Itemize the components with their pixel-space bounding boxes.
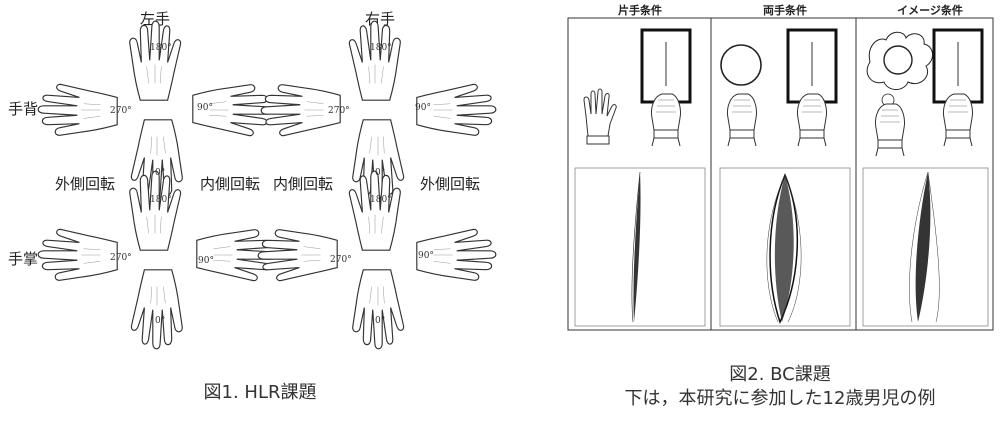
hand-palm-0	[130, 269, 183, 350]
angle-label: 180°	[370, 195, 392, 205]
angle-label: 90°	[415, 103, 431, 113]
angle-label: 90°	[198, 256, 214, 266]
hand-palm-270	[37, 228, 118, 281]
bc-task-illustration	[567, 17, 994, 331]
pen-hand-icon	[726, 93, 758, 147]
hand-back-180	[129, 20, 182, 101]
angle-label: 270°	[110, 253, 132, 263]
label-medial-rotation-left: 内側回転	[200, 175, 261, 193]
trace-one-hand	[631, 171, 641, 323]
circle-target	[883, 45, 913, 75]
angle-label: 0°	[375, 168, 385, 178]
panel-title-two-hands: 両手条件	[763, 4, 807, 17]
label-lateral-rotation-left: 外側回転	[55, 175, 116, 193]
hand-rotation-illustration: 180° 270° 90° 0° 180° 270° 90° 0° 180° 2…	[37, 20, 497, 350]
label-lateral-rotation-right: 外側回転	[420, 175, 481, 193]
angle-label: 270°	[110, 106, 132, 116]
angle-label: 0°	[375, 316, 385, 326]
paper-sheet	[786, 28, 838, 104]
angle-label: 270°	[328, 106, 350, 116]
angle-label: 180°	[370, 43, 392, 53]
panel-frame	[567, 17, 994, 331]
hand-right-back-180	[348, 20, 401, 101]
angle-label: 90°	[197, 103, 213, 113]
angle-label: 180°	[150, 43, 172, 53]
hand-right-palm-270	[257, 229, 338, 282]
pen-hand-icon	[942, 93, 974, 147]
pen-hand-icon	[796, 93, 828, 147]
paper-sheet	[932, 28, 984, 104]
row-label-palm: 手掌	[8, 250, 39, 268]
trace-image	[909, 171, 940, 323]
label-medial-rotation-right: 内側回転	[273, 175, 334, 193]
circle-target	[720, 44, 762, 86]
hand-palm-180	[129, 170, 182, 251]
pen-hand-icon	[874, 103, 906, 157]
trace-two-hands	[766, 173, 802, 325]
row-label-back: 手背	[8, 100, 39, 118]
figure1-caption: 図1. HLR課題	[203, 382, 317, 403]
angle-label: 0°	[155, 316, 165, 326]
hand-right-palm-0	[352, 269, 405, 350]
figure2-caption-line1: 図2. BC課題	[729, 364, 831, 385]
paper-sheet	[640, 28, 692, 104]
hand-back-270	[37, 83, 118, 136]
pen-hand-icon	[650, 93, 682, 147]
angle-label: 90°	[418, 251, 434, 261]
panel-title-one-hand: 片手条件	[618, 4, 662, 17]
open-hand-icon	[583, 88, 617, 145]
figure2-caption-line2: 下は，本研究に参加した12歳男児の例	[624, 388, 936, 409]
panel-title-image: イメージ条件	[897, 4, 963, 17]
angle-label: 0°	[155, 168, 165, 178]
angle-label: 270°	[330, 255, 352, 265]
angle-label: 180°	[150, 195, 172, 205]
header-left-hand: 左手	[140, 10, 171, 28]
